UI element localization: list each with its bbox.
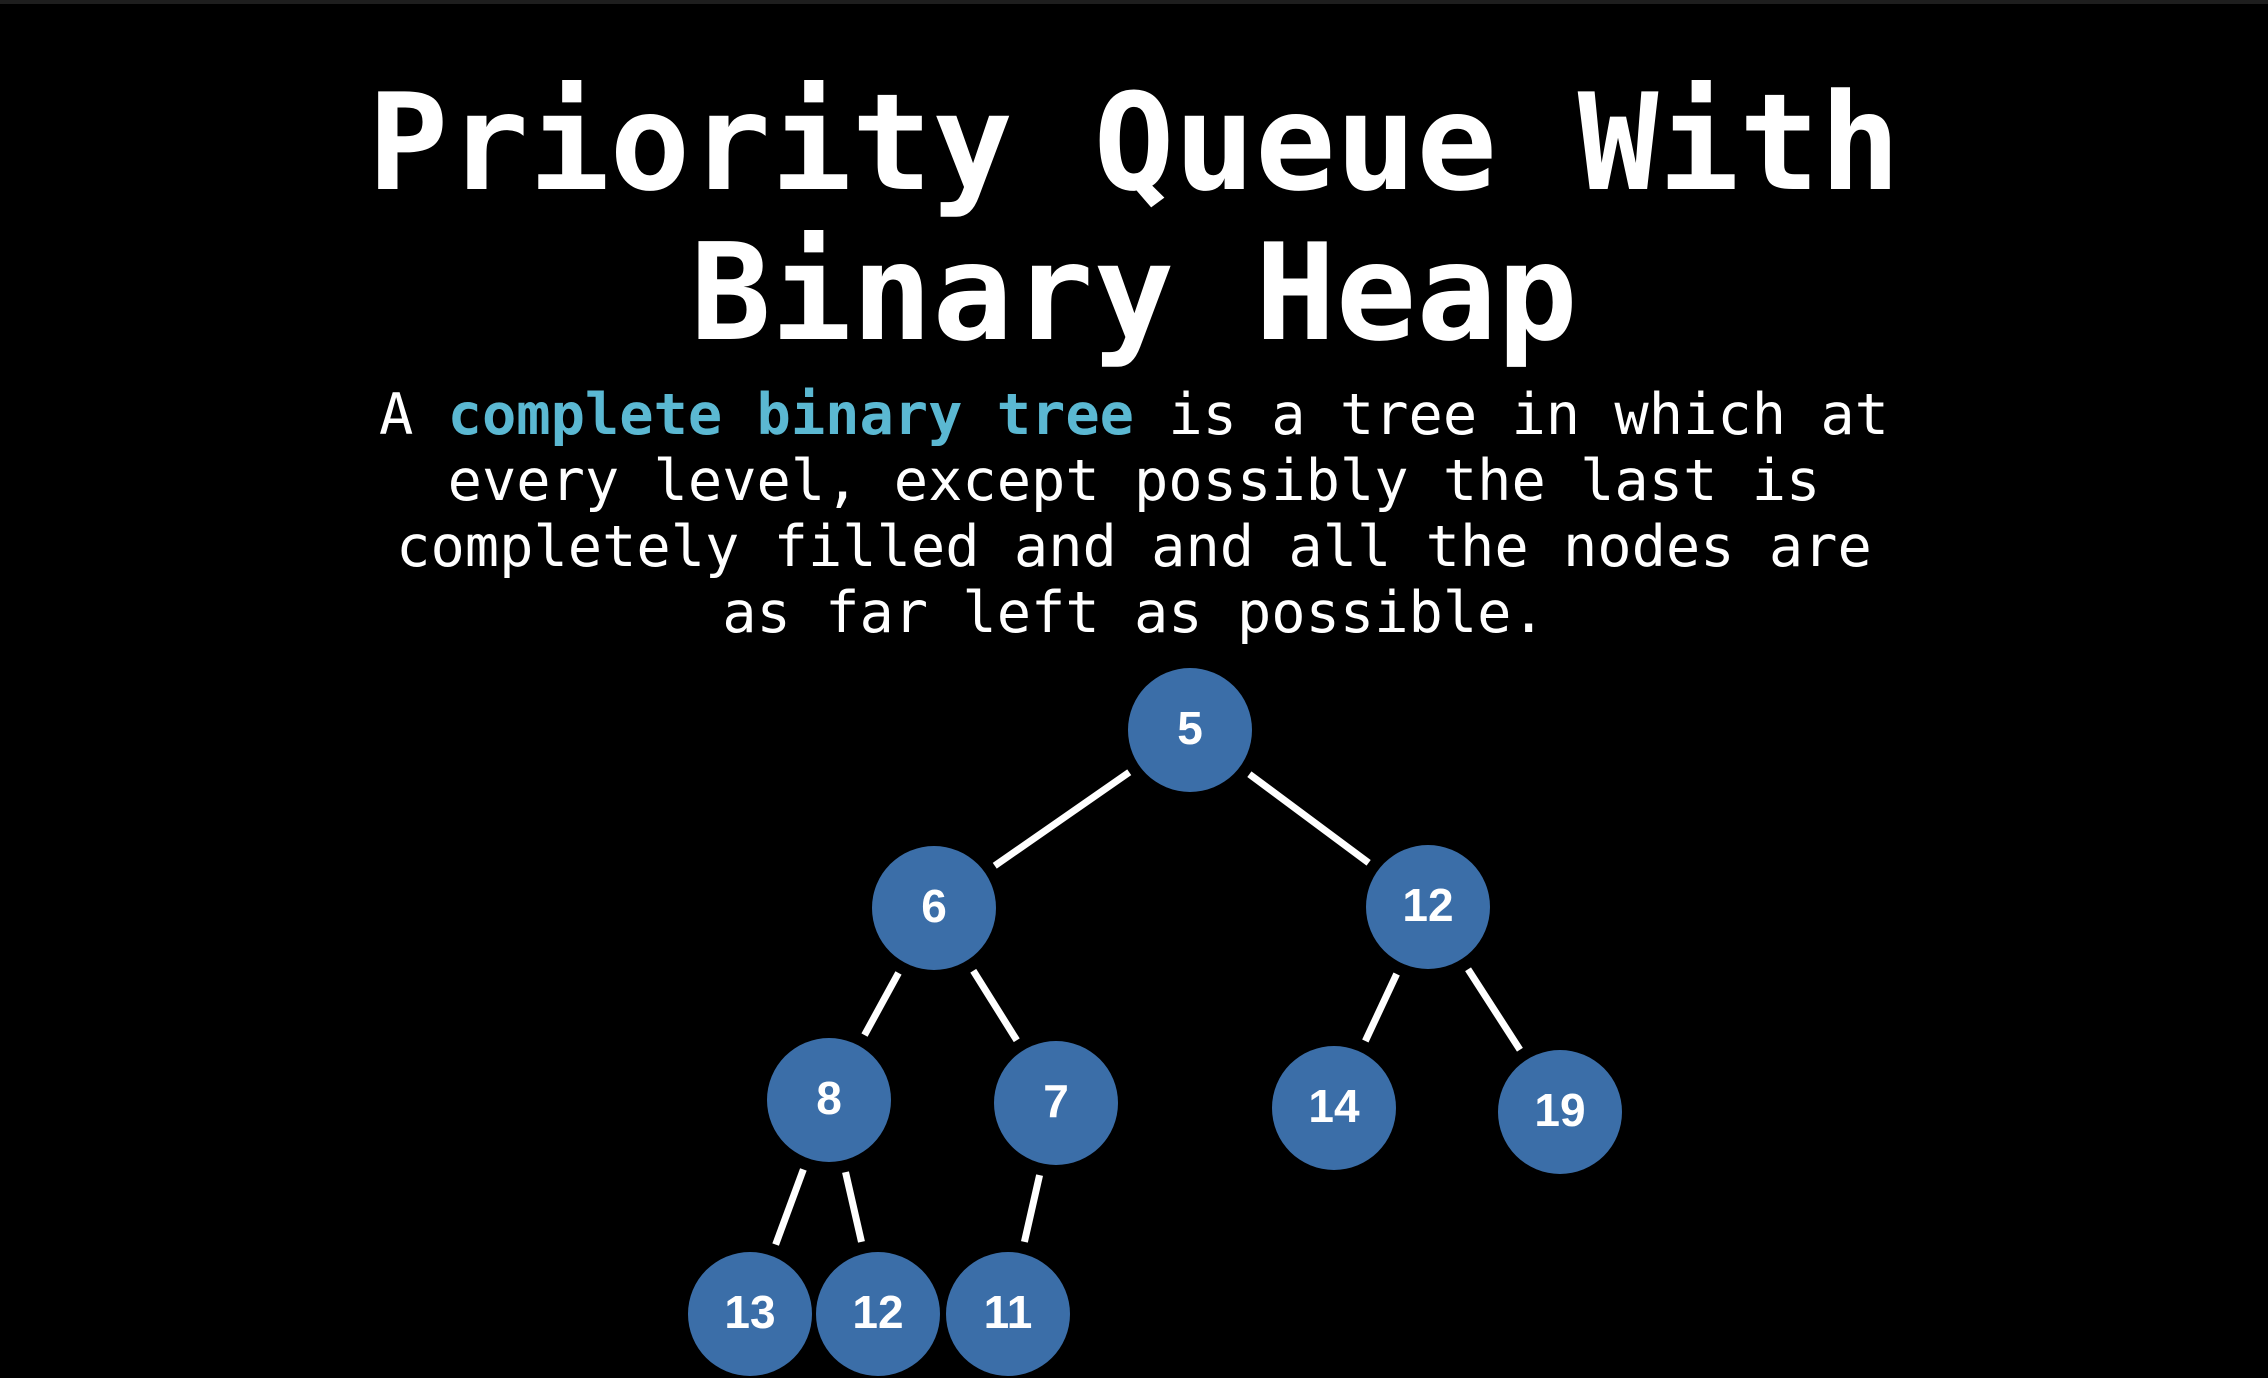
node-value: 6 — [921, 880, 947, 932]
tree-node: 14 — [1272, 1046, 1396, 1170]
tree-node: 7 — [994, 1041, 1118, 1165]
definition-line-1: A complete binary tree is a tree in whic… — [0, 382, 2268, 448]
node-value: 14 — [1308, 1080, 1360, 1132]
node-circle — [1128, 668, 1252, 792]
node-value: 12 — [1402, 879, 1453, 931]
definition-line-2: every level, except possibly the last is — [447, 448, 1821, 514]
node-value: 7 — [1043, 1075, 1069, 1127]
definition-line-1-rest: is a tree in which at — [1134, 382, 1889, 448]
tree-node: 13 — [688, 1252, 812, 1376]
title-line-2: Binary Heap — [690, 215, 1578, 371]
tree-edge — [1021, 1174, 1043, 1243]
node-circle — [994, 1041, 1118, 1165]
definition-text: A complete binary tree is a tree in whic… — [0, 382, 2268, 646]
tree-node: 6 — [872, 846, 996, 970]
tree-node: 12 — [816, 1252, 940, 1376]
node-value: 11 — [984, 1286, 1033, 1338]
node-circle — [946, 1252, 1070, 1376]
tree-edge — [772, 1168, 807, 1246]
slide-title: Priority Queue With Binary Heap — [0, 68, 2268, 368]
node-value: 5 — [1177, 702, 1203, 754]
node-circle — [688, 1252, 812, 1376]
node-circle — [1498, 1050, 1622, 1174]
tree-edge — [970, 968, 1020, 1043]
tree-node: 11 — [946, 1252, 1070, 1376]
node-circle — [1272, 1046, 1396, 1170]
node-value: 12 — [852, 1286, 903, 1338]
top-border — [0, 0, 2268, 4]
definition-line-3: completely filled and and all the nodes … — [396, 514, 1872, 580]
highlight-term: complete binary tree — [447, 382, 1134, 448]
tree-edge — [1247, 771, 1371, 866]
tree-nodes: 5 6 12 8 7 14 19 13 12 11 — [688, 668, 1622, 1376]
title-line-1: Priority Queue With — [367, 65, 1901, 221]
tree-edge — [1362, 972, 1400, 1043]
node-circle — [816, 1252, 940, 1376]
tree-edges — [772, 769, 1523, 1246]
tree-node: 12 — [1366, 845, 1490, 969]
tree-node: 8 — [767, 1038, 891, 1162]
node-value: 13 — [724, 1286, 775, 1338]
tree-edge — [1465, 967, 1523, 1052]
node-circle — [1366, 845, 1490, 969]
node-value: 8 — [816, 1072, 842, 1124]
tree-node: 19 — [1498, 1050, 1622, 1174]
tree-edge — [861, 971, 902, 1037]
tree-edge — [992, 769, 1132, 869]
tree-edge — [842, 1171, 865, 1243]
node-value: 19 — [1534, 1084, 1585, 1136]
node-circle — [767, 1038, 891, 1162]
node-circle — [872, 846, 996, 970]
definition-prefix: A — [379, 382, 448, 448]
tree-node: 5 — [1128, 668, 1252, 792]
definition-line-4: as far left as possible. — [722, 580, 1546, 646]
